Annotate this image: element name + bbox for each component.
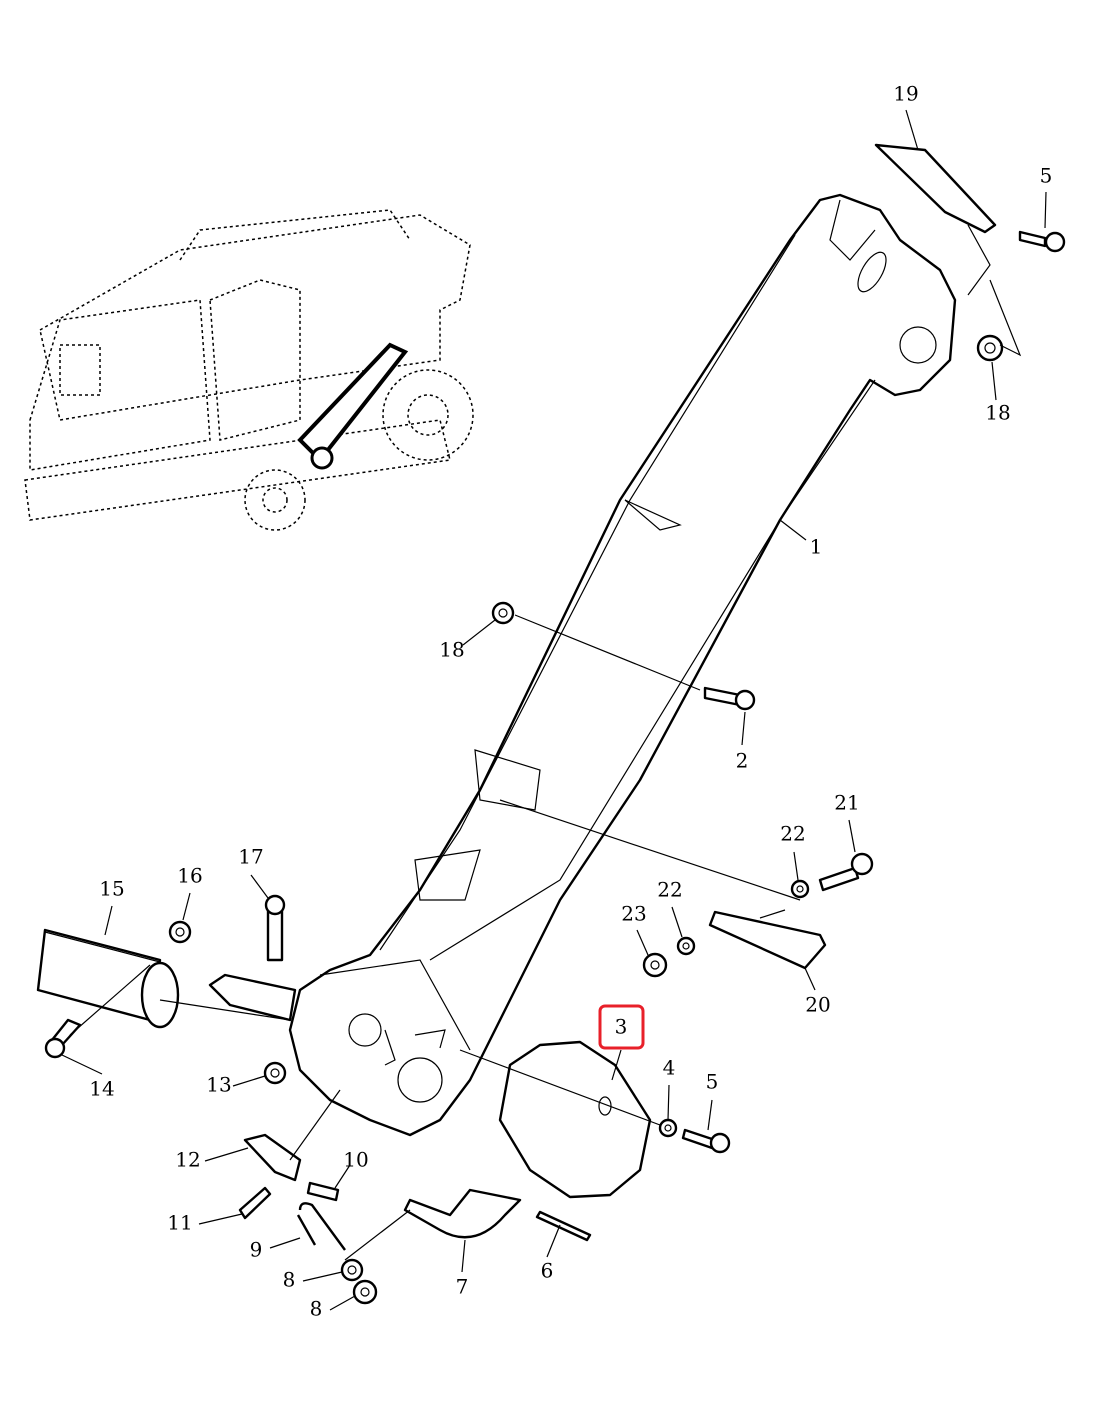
callout-7[interactable]: 7: [456, 1275, 469, 1299]
callout-4[interactable]: 4: [663, 1056, 676, 1080]
part-11-cotter-pin: [238, 1186, 272, 1220]
part-13-bracket: [208, 973, 297, 1022]
callout-12[interactable]: 12: [175, 1148, 200, 1172]
callout-18[interactable]: 18: [985, 401, 1010, 425]
callout-10[interactable]: 10: [343, 1148, 368, 1172]
callout-20[interactable]: 20: [805, 993, 830, 1017]
callout-8[interactable]: 8: [283, 1268, 296, 1292]
part-12-latch: [243, 1133, 302, 1182]
callout-2[interactable]: 2: [736, 749, 749, 773]
callout-5[interactable]: 5: [1040, 164, 1053, 188]
callout-16[interactable]: 16: [177, 864, 202, 888]
callout-6[interactable]: 6: [541, 1259, 554, 1283]
part-6-pin: [535, 1210, 592, 1242]
leader-lines: [61, 109, 1047, 1311]
unloading-auger-support-arm: [288, 193, 957, 1137]
part-19-plate: [874, 143, 997, 234]
part-9-u-bolt: [296, 1202, 346, 1251]
part-10-pin: [306, 1181, 340, 1202]
combine-locator-illustration: [24, 209, 474, 531]
callout-8[interactable]: 8: [310, 1297, 323, 1321]
callout-1[interactable]: 1: [810, 535, 823, 559]
part-20-strap: [708, 910, 827, 970]
callout-19[interactable]: 19: [893, 82, 918, 106]
callout-9[interactable]: 9: [250, 1238, 263, 1262]
nut-icon: [168, 334, 1004, 1305]
part-15-tube: [36, 928, 180, 1029]
callout-13[interactable]: 13: [206, 1073, 231, 1097]
callout-18[interactable]: 18: [439, 638, 464, 662]
callout-3-highlighted[interactable]: 3: [615, 1015, 628, 1039]
callout-23[interactable]: 23: [621, 902, 646, 926]
callout-11[interactable]: 11: [167, 1211, 192, 1235]
callout-21[interactable]: 21: [834, 791, 859, 815]
callout-15[interactable]: 15: [99, 877, 124, 901]
callout-14[interactable]: 14: [89, 1077, 114, 1101]
callout-22[interactable]: 22: [780, 822, 805, 846]
callout-17[interactable]: 17: [238, 845, 263, 869]
bolt-icon: [44, 230, 1066, 1154]
part-7-clamp: [403, 1188, 522, 1239]
callout-highlight-box: [598, 1004, 645, 1050]
callout-5[interactable]: 5: [706, 1070, 719, 1094]
callout-22[interactable]: 22: [657, 878, 682, 902]
part-3-cover: [498, 1040, 652, 1199]
